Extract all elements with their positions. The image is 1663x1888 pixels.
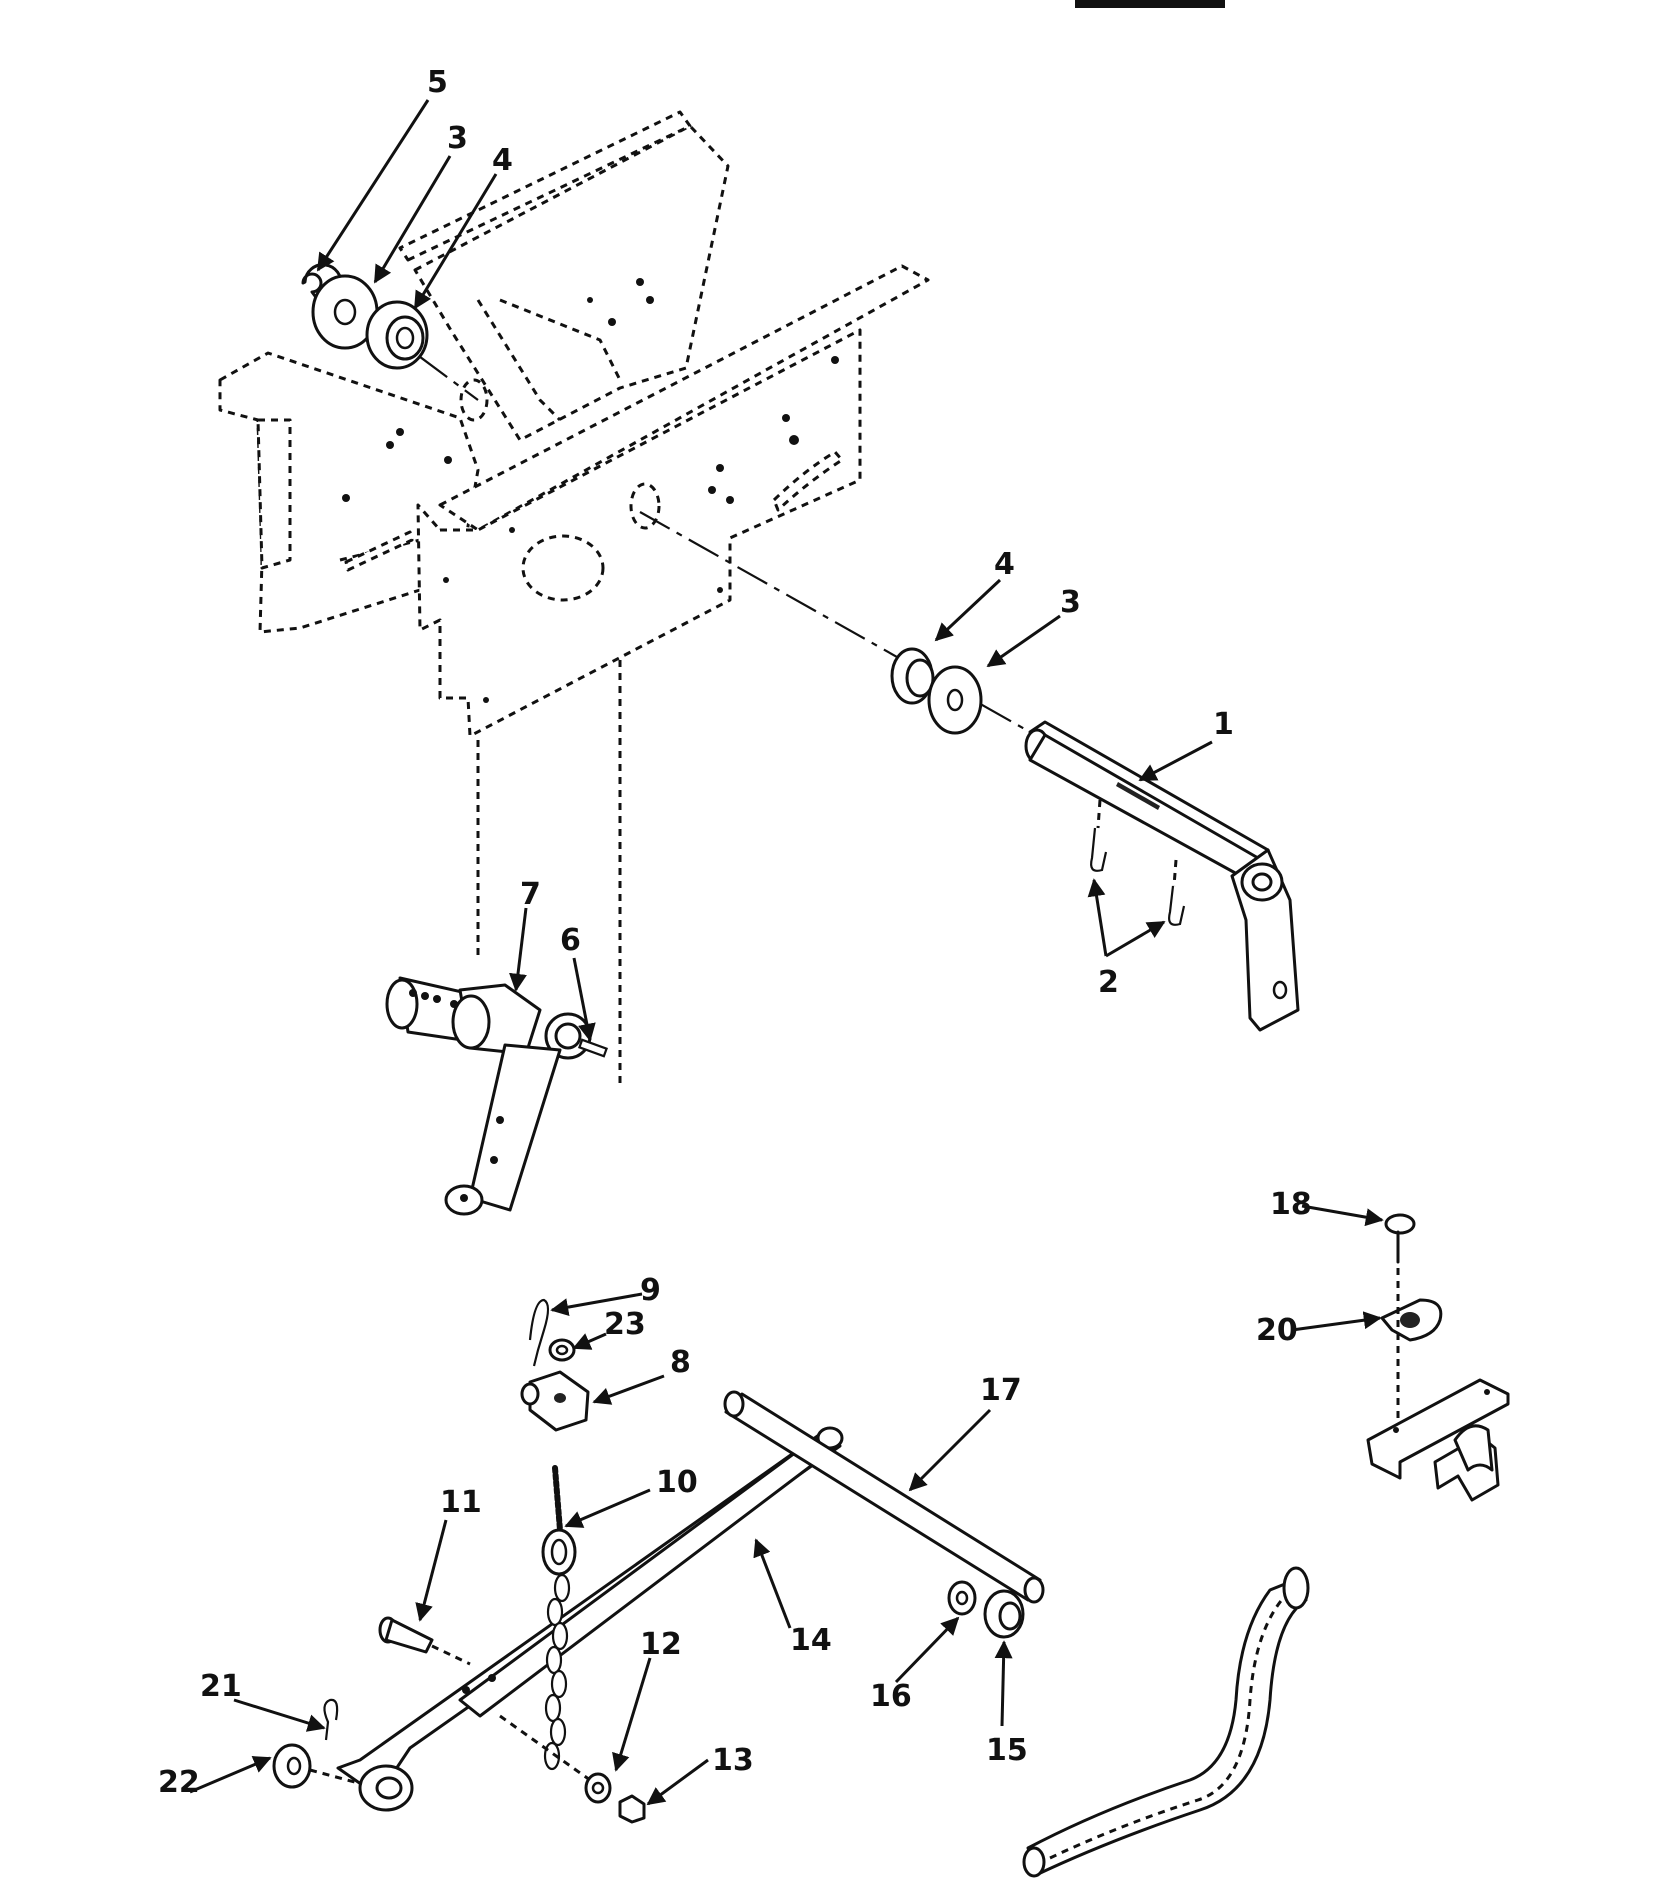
axis-line-pin [431, 1644, 471, 1666]
callout-5: 5 [427, 65, 448, 100]
clamp-20 [1380, 1298, 1443, 1342]
clamp-bracket [1366, 1378, 1510, 1502]
axis-line-chain [499, 1714, 591, 1782]
hairpin-clips-2 [1090, 799, 1186, 926]
callout-2: 2 [1098, 965, 1119, 1000]
key-6 [578, 1038, 608, 1058]
clevis-pin-11 [378, 1616, 434, 1654]
bushing-4-lower [890, 647, 935, 705]
trunnion-8 [520, 1370, 590, 1432]
bushing-4-upper [365, 300, 429, 370]
callout-labels: 5 3 4 4 3 1 2 7 6 9 23 8 10 11 21 22 12 … [158, 65, 1312, 1800]
nut-13 [618, 1794, 646, 1824]
screw-18 [1384, 1213, 1416, 1264]
callout-4-lower: 4 [994, 547, 1015, 582]
callout-4-upper: 4 [492, 143, 513, 178]
callout-6: 6 [560, 923, 581, 958]
frame-assembly [218, 110, 930, 1085]
eyebolt-10 [541, 1465, 577, 1576]
shaft-17 [723, 1390, 1045, 1604]
callout-8: 8 [670, 1345, 691, 1380]
callout-12: 12 [640, 1627, 682, 1662]
callout-20: 20 [1256, 1313, 1298, 1348]
lift-bracket-7 [385, 976, 592, 1216]
lift-shaft-1 [1024, 720, 1300, 1032]
lift-lever-14 [336, 1426, 844, 1812]
callout-15: 15 [986, 1733, 1028, 1768]
flat-washer-16 [947, 1580, 977, 1616]
callout-3-lower: 3 [1060, 585, 1081, 620]
hairpin-9 [528, 1298, 550, 1367]
bearing-15 [983, 1589, 1025, 1639]
callout-13: 13 [712, 1743, 754, 1778]
cropped-header-fragment [1075, 0, 1225, 8]
callout-10: 10 [656, 1465, 698, 1500]
callout-21: 21 [200, 1669, 242, 1704]
callout-18: 18 [1270, 1187, 1312, 1222]
callout-3-upper: 3 [447, 121, 468, 156]
hairpin-21 [323, 1698, 339, 1741]
washer-12 [584, 1772, 612, 1804]
lift-tube [1022, 1566, 1310, 1878]
callout-leaders [189, 99, 1384, 1806]
callout-11: 11 [440, 1485, 482, 1520]
callout-1: 1 [1213, 707, 1234, 742]
nut-23 [548, 1338, 576, 1362]
callout-14: 14 [790, 1623, 832, 1658]
callout-23: 23 [604, 1307, 646, 1342]
callout-16: 16 [870, 1679, 912, 1714]
chain [543, 1573, 571, 1771]
callout-7: 7 [520, 877, 541, 912]
callout-17: 17 [980, 1373, 1022, 1408]
callout-22: 22 [158, 1765, 200, 1800]
callout-9: 9 [640, 1273, 661, 1308]
axis-line-washer [309, 1768, 363, 1786]
axis-line-upper [639, 511, 1031, 733]
washer-22 [272, 1743, 312, 1789]
flat-washer-3-lower [927, 665, 983, 735]
